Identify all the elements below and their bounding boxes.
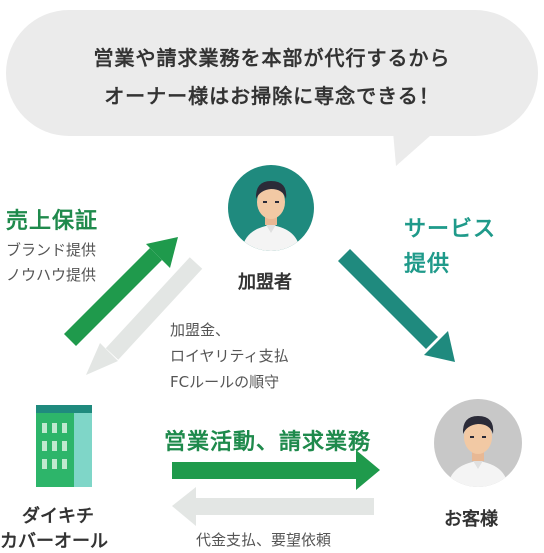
fees-label-line-1: 加盟金、 (170, 321, 231, 339)
customer-avatar (434, 399, 522, 487)
building-icon (36, 405, 92, 487)
speech-bubble (6, 10, 538, 136)
service-label-line-2: 提供 (404, 252, 451, 277)
franchisee-avatar (228, 165, 314, 251)
brand-provision-label: ブランド提供 (6, 241, 97, 259)
bubble-text-line-1: 営業や請求業務を本部が代行するから (93, 46, 451, 70)
company-name-line-1: ダイキチ (22, 506, 94, 527)
bubble-text-line-2: オーナー様はお掃除に専念できる！ (104, 84, 440, 108)
fees-arrow (86, 257, 203, 375)
franchisee-label: 加盟者 (238, 272, 292, 293)
knowhow-provision-label: ノウハウ提供 (6, 266, 97, 284)
sales-guarantee-arrow (63, 237, 178, 347)
sales-activity-label: 営業活動、請求業務 (164, 430, 372, 455)
sales-guarantee-label: 売上保証 (6, 209, 99, 234)
service-label-line-1: サービス (404, 217, 497, 242)
payment-label: 代金支払、要望依頼 (196, 531, 332, 549)
person-icon (242, 181, 300, 251)
payment-arrow (172, 487, 374, 526)
fees-label-line-3: FCルールの順守 (170, 373, 280, 391)
customer-label: お客様 (444, 509, 498, 530)
sales-activity-arrow (172, 450, 380, 490)
speech-bubble-tail (392, 120, 448, 166)
fees-label-line-2: ロイヤリティ支払 (170, 347, 289, 365)
company-name-line-2: カバーオール (0, 531, 108, 552)
service-arrow (337, 248, 455, 362)
person-icon (448, 416, 508, 487)
